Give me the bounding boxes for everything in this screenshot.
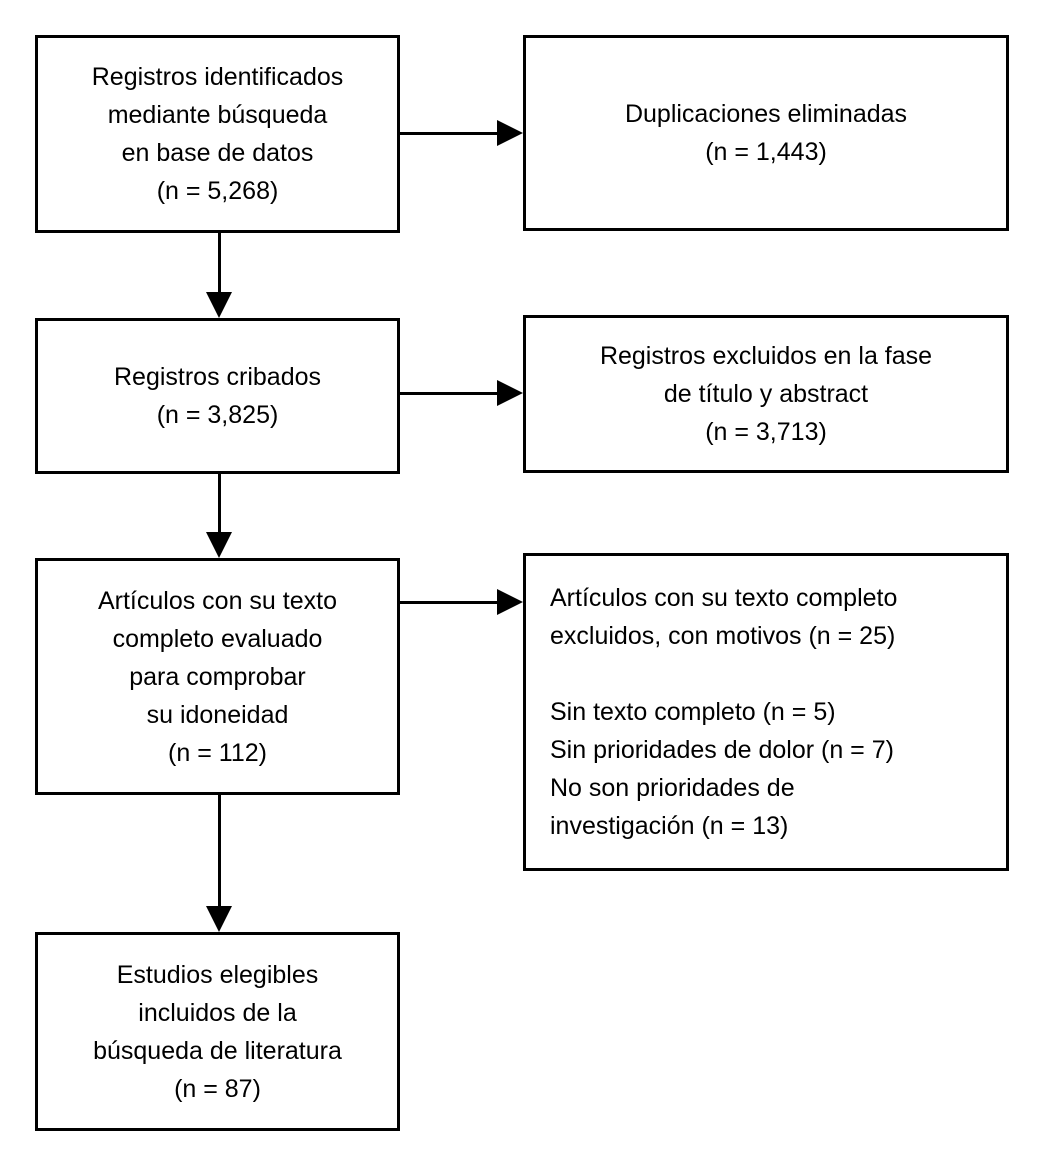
- box-text-line: (n = 112): [168, 738, 267, 767]
- box-records-identified: Registros identificados mediante búsqued…: [35, 35, 400, 233]
- box-text-line: su idoneidad: [146, 700, 289, 729]
- arrowhead-right-icon: [497, 120, 523, 146]
- arrow-fulltext-to-excluded: [399, 601, 499, 604]
- box-text-line: (n = 87): [174, 1074, 261, 1103]
- box-text-line: Estudios elegibles: [116, 960, 319, 989]
- box-text-line: para comprobar: [129, 662, 306, 691]
- box-text-line: No son prioridades de: [550, 774, 795, 802]
- arrow-identified-to-screened: [218, 232, 221, 292]
- arrowhead-down-icon: [206, 292, 232, 318]
- box-text-line: (n = 1,443): [705, 138, 827, 166]
- box-duplicates-removed: Duplicaciones eliminadas (n = 1,443): [523, 35, 1009, 231]
- arrowhead-right-icon: [497, 589, 523, 615]
- box-text-line: incluidos de la: [138, 998, 297, 1027]
- arrowhead-right-icon: [497, 380, 523, 406]
- arrowhead-down-icon: [206, 906, 232, 932]
- box-text-line: búsqueda de literatura: [93, 1036, 342, 1065]
- box-fulltext-excluded: Artículos con su texto completo excluido…: [523, 553, 1009, 871]
- box-text-line: Sin texto completo (n = 5): [550, 698, 836, 726]
- box-text-line: mediante búsqueda: [107, 101, 328, 129]
- arrow-screened-to-fulltext: [218, 473, 221, 532]
- box-text-line: Registros cribados: [113, 363, 322, 391]
- box-records-excluded-title-abstract: Registros excluidos en la fase de título…: [523, 315, 1009, 473]
- box-text-line: (n = 3,825): [156, 401, 279, 429]
- box-text-line: (n = 3,713): [705, 418, 827, 446]
- box-text-line: Artículos con su texto: [97, 586, 337, 615]
- box-text-line: investigación (n = 13): [550, 812, 789, 840]
- box-text-line: excluidos, con motivos (n = 25): [550, 622, 896, 650]
- box-text-line: (n = 5,268): [156, 177, 279, 205]
- box-text-line: de título y abstract: [663, 380, 869, 408]
- box-text-line: completo evaluado: [112, 624, 323, 653]
- box-records-screened: Registros cribados (n = 3,825): [35, 318, 400, 474]
- box-text-line: Registros identificados: [91, 63, 344, 91]
- box-fulltext-assessed: Artículos con su texto completo evaluado…: [35, 558, 400, 795]
- arrow-fulltext-to-included: [218, 794, 221, 906]
- box-text-line: Artículos con su texto completo: [550, 584, 898, 612]
- arrow-screened-to-excluded: [399, 392, 499, 395]
- box-text-line: Sin prioridades de dolor (n = 7): [550, 736, 894, 764]
- arrow-identified-to-duplicates: [399, 132, 499, 135]
- arrowhead-down-icon: [206, 532, 232, 558]
- box-text-line: Duplicaciones eliminadas: [624, 100, 908, 128]
- box-text-line: en base de datos: [121, 139, 314, 167]
- box-studies-included: Estudios elegibles incluidos de la búsqu…: [35, 932, 400, 1131]
- box-text-line: Registros excluidos en la fase: [599, 342, 933, 370]
